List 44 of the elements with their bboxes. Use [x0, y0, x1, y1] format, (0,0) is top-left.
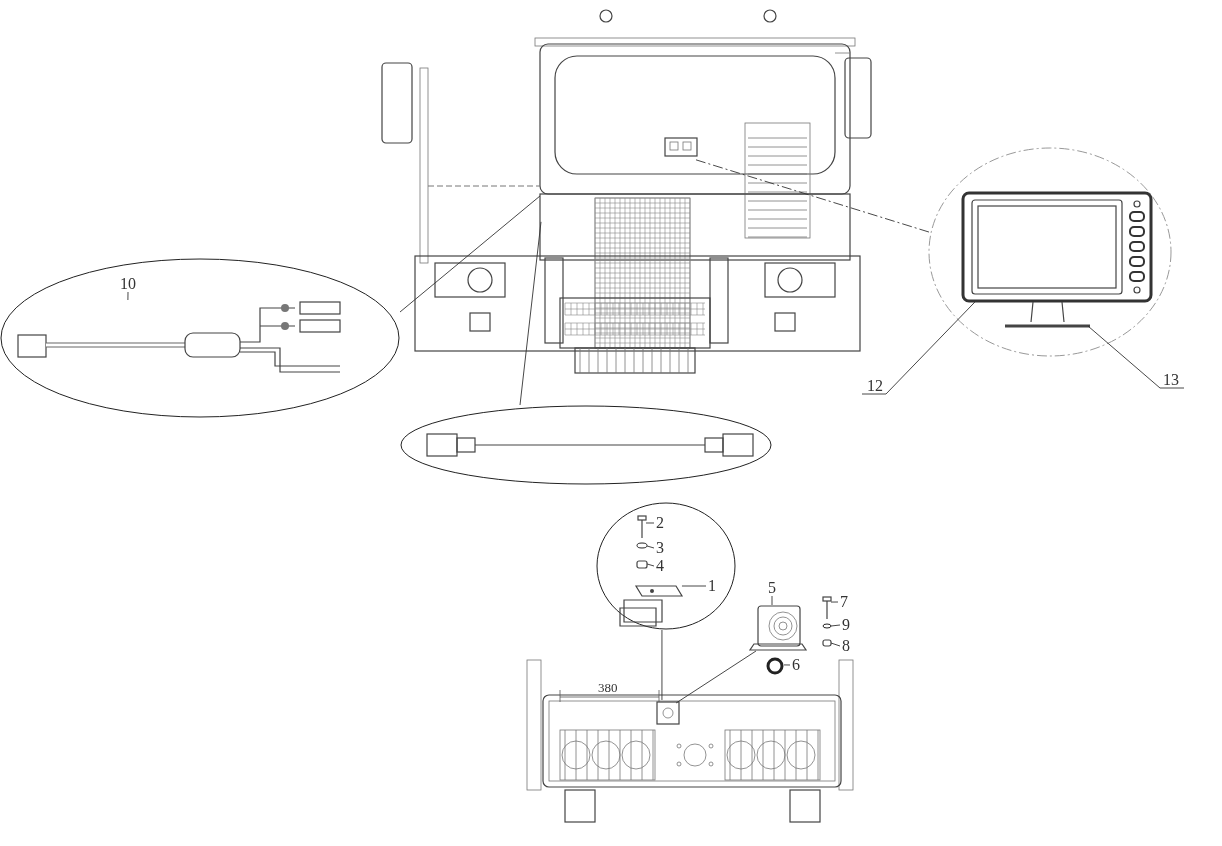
leader-line: [771, 595, 773, 606]
leader-line: [645, 522, 655, 524]
callout-number: 12: [862, 378, 888, 394]
callout-number: 6: [790, 657, 802, 673]
callout-number: 5: [766, 580, 778, 596]
nut-drawing: [636, 560, 648, 569]
callout-number: 2: [654, 515, 666, 531]
monitor-drawing: [962, 192, 1152, 302]
bolt-drawing: [822, 597, 832, 619]
mounting-bracket-drawing: [616, 582, 684, 628]
detail-view-circle: [596, 502, 736, 630]
callout-number: 13: [1158, 372, 1184, 388]
callout-number: 7: [838, 594, 850, 610]
washer-drawing: [636, 542, 648, 549]
leader-line: [830, 642, 841, 647]
detail-view-ellipse: [0, 258, 400, 418]
detail-view-circle: [928, 147, 1172, 357]
leader-line: [675, 650, 757, 704]
leader-line: [830, 601, 839, 603]
leader-line: [519, 221, 542, 406]
callout-number: 4: [654, 558, 666, 574]
bolt-drawing: [636, 516, 648, 538]
nut-drawing: [822, 639, 832, 647]
callout-number: 8: [840, 638, 852, 654]
camera-drawing: [750, 604, 806, 654]
washer-drawing: [822, 623, 832, 629]
leader-line: [783, 664, 791, 666]
leader-line: [646, 545, 655, 549]
callout-number: 3: [654, 540, 666, 556]
callout-number: 10: [116, 276, 140, 292]
callout-number: 1: [706, 578, 718, 594]
leader-line: [681, 585, 707, 587]
leader-line: [695, 159, 930, 233]
leader-line: [830, 624, 841, 627]
detail-view-ellipse: [400, 405, 772, 485]
callout-number: 9: [840, 617, 852, 633]
leader-line: [661, 629, 663, 701]
seal-ring-drawing: [766, 657, 784, 675]
leader-line: [646, 563, 655, 567]
leader-line: [399, 195, 541, 313]
dimension-value: 380: [598, 680, 618, 696]
leader-line: [127, 291, 129, 301]
leader-line: [861, 301, 976, 395]
leader-line: [1087, 325, 1185, 389]
